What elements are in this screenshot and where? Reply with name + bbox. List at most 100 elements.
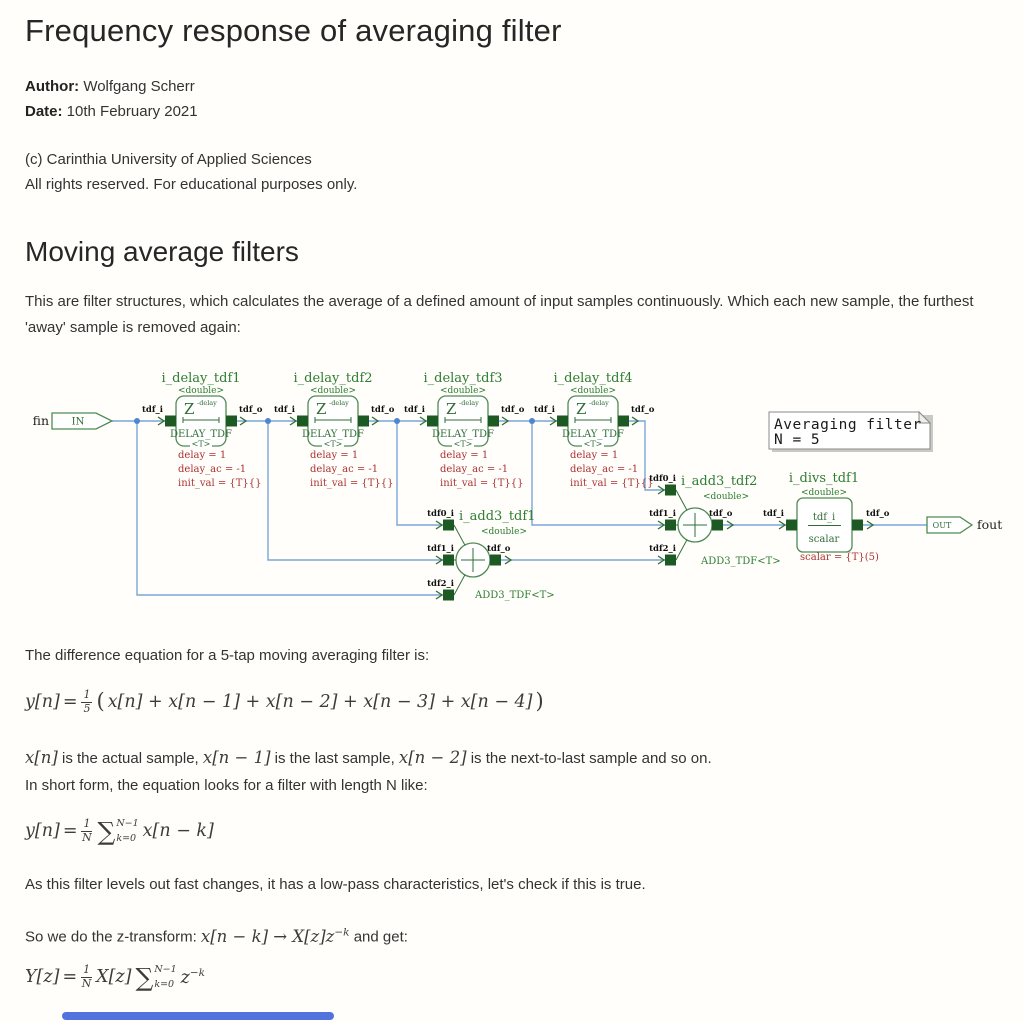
- delay-param-3: init_val = {T}{}: [310, 478, 394, 489]
- adder-in-port-label: tdf2_i: [649, 544, 677, 554]
- delay-instance-name: i_delay_tdf1: [161, 371, 240, 386]
- delay-out-port-square: [226, 415, 237, 427]
- adder-in-port-square: [443, 554, 454, 566]
- eq3-mid: X[z]: [96, 967, 132, 988]
- adder-in-port-square: [443, 519, 454, 531]
- ztransform-prefix: So we do the z-transform:: [25, 928, 201, 946]
- delay-in-port-label: tdf_i: [404, 405, 426, 415]
- note-fold-corner: [918, 410, 932, 424]
- wire-junction-4: [529, 418, 535, 424]
- input-port-shape: [51, 412, 114, 430]
- explain-text-3: is the next-to-last sample and so on.: [466, 750, 712, 767]
- copyright-line-1: (c) Carinthia University of Applied Scie…: [25, 151, 312, 168]
- delay-z-symbol: Z: [184, 400, 194, 418]
- ztransform-line: So we do the z-transform: x[n − k] → X[z…: [25, 919, 408, 951]
- date-label: Date:: [25, 103, 63, 120]
- delay-in-arrow-icon: [419, 416, 428, 426]
- delay-param-2: delay_ac = -1: [310, 464, 378, 475]
- adder-block-2: i_add3_tdf2<double>tdf0_itdf1_itdf2_itdf…: [649, 474, 781, 567]
- delay-param-1: delay = 1: [310, 450, 358, 461]
- eq2-rhs: x[n − k]: [142, 821, 214, 842]
- adder-in-port-label: tdf1_i: [649, 509, 677, 519]
- delay-in-port-square: [165, 415, 176, 427]
- generated-blocks: i_delay_tdf1<double>Z-delayDELAY_TDF<T>t…: [142, 371, 781, 601]
- delay-instance-name: i_delay_tdf3: [423, 371, 502, 386]
- short-form-text: In short form, the equation looks for a …: [25, 777, 428, 794]
- delay-instance-name: i_delay_tdf2: [293, 371, 372, 386]
- date-value: 10th February 2021: [62, 103, 198, 120]
- delay-in-port-square: [557, 415, 568, 427]
- divider-out-port-label: tdf_o: [866, 509, 890, 519]
- adder-out-port-square: [490, 554, 501, 566]
- adder-out-arrow-icon: [726, 520, 735, 530]
- delay-z-exponent: -delay: [197, 399, 217, 407]
- ztransform-math: x[n − k] → X[z]z−k: [200, 926, 350, 946]
- delay-template-label: <T>: [192, 440, 211, 449]
- delay-out-arrow-icon: [239, 416, 248, 426]
- explain-math-3: x[n − 2]: [398, 748, 467, 767]
- delay-dtype: <double>: [440, 386, 486, 396]
- author-label: Author:: [25, 78, 80, 95]
- eq2-sum-lower: k=0: [116, 833, 137, 845]
- filter-block-diagram: i_delay_tdf1<double>Z-delayDELAY_TDF<T>t…: [33, 371, 1003, 601]
- eq1-rparen: ): [535, 689, 544, 714]
- explanation-paragraph: x[n] is the actual sample, x[n − 1] is t…: [25, 744, 712, 799]
- delay-instance-name: i_delay_tdf4: [553, 371, 632, 386]
- delay-in-port-square: [297, 415, 308, 427]
- divider-block-group: i_divs_tdf1 <double> tdf_i scalar tdf_i …: [763, 471, 890, 563]
- eq3-equals: =: [62, 967, 78, 988]
- explain-text-2: is the last sample,: [270, 750, 399, 767]
- delay-kind-label: DELAY_TDF: [562, 429, 624, 440]
- adder-in-arrow-icon: [657, 485, 666, 495]
- eq1-lhs: y[n]: [25, 692, 60, 713]
- intro-line-1: This are filter structures, which calcul…: [25, 293, 974, 310]
- page-title: Frequency response of averaging filter: [25, 13, 562, 48]
- delay-z-exponent: -delay: [329, 399, 349, 407]
- delay-kind-label: DELAY_TDF: [170, 429, 232, 440]
- wire-segment-6: [136, 421, 443, 596]
- delay-dtype: <double>: [570, 386, 616, 396]
- divider-denominator: scalar: [809, 534, 840, 545]
- delay-template-label: <T>: [454, 440, 473, 449]
- section-heading: Moving average filters: [25, 236, 299, 267]
- adder-in-port-label: tdf1_i: [427, 544, 455, 554]
- delay-out-port-label: tdf_o: [371, 405, 395, 415]
- divider-instance-name: i_divs_tdf1: [789, 471, 859, 486]
- delay-in-arrow-icon: [549, 416, 558, 426]
- output-port-name: OUT: [933, 521, 952, 530]
- adder-in-arrow-icon: [657, 520, 666, 530]
- date-line: Date: 10th February 2021: [25, 103, 198, 120]
- note-body: [768, 411, 931, 450]
- eq3-sum-lower: k=0: [154, 979, 175, 991]
- ztransform-exponent: −k: [334, 926, 350, 938]
- delay-param-2: delay_ac = -1: [440, 464, 508, 475]
- input-port-name: IN: [72, 417, 85, 428]
- lowpass-text: As this filter levels out fast changes, …: [25, 876, 646, 893]
- equation-scrollbar-thumb[interactable]: [62, 1012, 334, 1020]
- wire-junction-1: [134, 418, 140, 424]
- adder-instance-name: i_add3_tdf1: [459, 509, 535, 524]
- delay-z-symbol: Z: [576, 400, 586, 418]
- divider-out-arrow-icon: [866, 520, 875, 530]
- adder-kind-label: ADD3_TDF<T>: [700, 556, 781, 567]
- eq3-exponent: −k: [189, 966, 206, 979]
- eq1-equals: =: [62, 692, 78, 713]
- wire-segment-9: [531, 421, 665, 526]
- adder-input-connector: [453, 524, 466, 546]
- delay-block-4: i_delay_tdf4<double>Z-delayDELAY_TDF<T>t…: [534, 371, 655, 489]
- adder-input-connector: [453, 574, 466, 596]
- adder-in-port-square: [665, 554, 676, 566]
- adder-in-arrow-icon: [435, 555, 444, 565]
- input-port-group: fin IN: [33, 412, 114, 430]
- delay-in-port-square: [427, 415, 438, 427]
- divider-in-arrow-icon: [778, 520, 787, 530]
- adder-dtype: <double>: [703, 492, 749, 502]
- adder-kind-label: ADD3_TDF<T>: [474, 590, 555, 601]
- eq3-sum-upper: N−1: [154, 963, 177, 975]
- delay-block-3: i_delay_tdf3<double>Z-delayDELAY_TDF<T>t…: [404, 371, 525, 489]
- adder-in-port-label: tdf0_i: [649, 474, 677, 484]
